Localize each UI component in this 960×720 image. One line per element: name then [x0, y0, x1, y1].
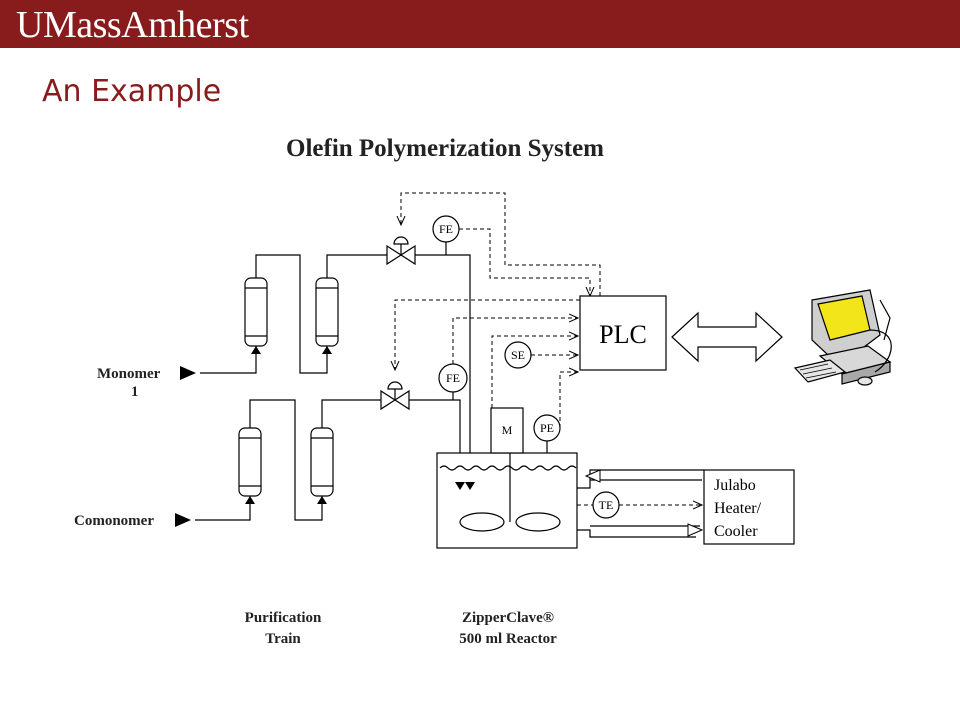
plc-box [579, 295, 667, 371]
comonomer-feed-arrow [175, 513, 191, 527]
monomer-label: Monomer [97, 366, 161, 382]
reactor-vessel [436, 452, 578, 549]
communication-double-arrow [671, 311, 783, 363]
flow-element-label: FE [446, 371, 460, 385]
chiller-label-line2: Heater/ [714, 500, 762, 517]
comonomer-label: Comonomer [74, 513, 154, 529]
flow-element-label: FE [439, 222, 453, 236]
slide-title: An Example [42, 74, 222, 109]
purification-column [315, 268, 339, 347]
purification-caption-line1: Purification [245, 610, 322, 626]
chiller-label-line3: Cooler [714, 523, 758, 540]
header-bar: UMassAmherst [0, 0, 960, 48]
computer-workstation-icon [793, 289, 892, 386]
coolant-return-line [577, 469, 704, 489]
monomer-feed-arrow [180, 366, 196, 380]
temperature-element-label: TE [599, 498, 614, 512]
purification-caption-line2: Train [265, 631, 301, 647]
reactor-caption-line1: ZipperClave® [462, 610, 554, 626]
purification-column [244, 268, 268, 347]
motor-label: M [502, 423, 513, 437]
chiller-box [703, 469, 795, 545]
coolant-supply-line [577, 529, 696, 538]
purification-column [238, 418, 262, 497]
reactor-caption-line2: 500 ml Reactor [459, 631, 557, 647]
motor-box [490, 407, 524, 454]
umass-amherst-logo: UMassAmherst [16, 4, 249, 46]
monomer-label-number: 1 [131, 384, 139, 400]
chiller-label-line1: Julabo [714, 477, 756, 494]
control-valve [380, 381, 410, 411]
control-valve [386, 236, 416, 266]
plc-label: PLC [599, 320, 647, 349]
purification-column [310, 418, 334, 497]
pressure-element-label: PE [540, 421, 554, 435]
diagram-title: Olefin Polymerization System [286, 135, 604, 162]
speed-element-label: SE [511, 348, 525, 362]
